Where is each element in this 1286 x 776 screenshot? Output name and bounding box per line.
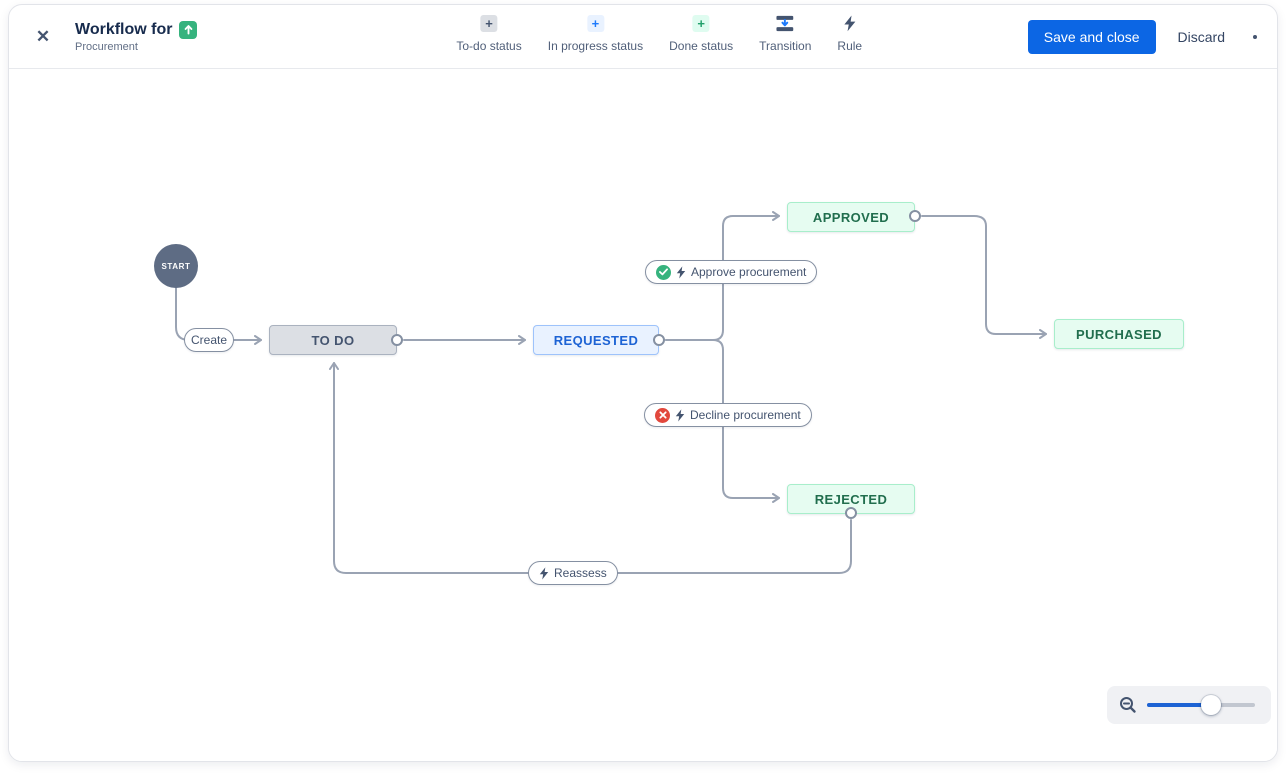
discard-button[interactable]: Discard	[1172, 29, 1231, 45]
lightning-bolt-icon	[675, 408, 685, 422]
add-transition-button[interactable]: Transition	[759, 15, 811, 53]
transition-label-create[interactable]: Create	[184, 328, 234, 352]
status-node-requested[interactable]: REQUESTED	[533, 325, 659, 355]
editor-toolbar: + To-do status + In progress status + Do…	[456, 15, 862, 53]
header-actions: Save and close Discard	[1027, 19, 1257, 54]
check-circle-icon	[656, 264, 671, 280]
connector-port-todo-right[interactable]	[391, 334, 403, 346]
plus-icon: +	[692, 15, 710, 32]
add-done-status-button[interactable]: + Done status	[669, 15, 734, 53]
workflow-canvas[interactable]: START TO DO REQUESTED APPROVED PURCHASED…	[9, 69, 1277, 761]
start-node[interactable]: START	[154, 244, 198, 288]
plus-icon: +	[480, 15, 498, 32]
changes-indicator-dot	[1253, 34, 1257, 39]
transition-label-approve[interactable]: Approve procurement	[645, 260, 818, 284]
zoom-slider-thumb[interactable]	[1201, 695, 1221, 715]
zoom-control-panel	[1107, 686, 1271, 724]
workflow-editor-window: ✕ Workflow for Procurement + To-do statu…	[8, 4, 1278, 762]
status-node-todo[interactable]: TO DO	[269, 325, 397, 355]
title-block: Workflow for Procurement	[75, 20, 198, 53]
workflow-subtitle: Procurement	[75, 40, 138, 53]
zoom-out-icon[interactable]	[1119, 696, 1137, 714]
lightning-bolt-icon	[539, 566, 549, 580]
transition-label-reassess[interactable]: Reassess	[528, 561, 618, 585]
add-inprogress-status-button[interactable]: + In progress status	[547, 15, 644, 53]
close-icon[interactable]: ✕	[29, 23, 57, 51]
lightning-bolt-icon	[841, 15, 858, 32]
connector-port-requested-right[interactable]	[653, 334, 665, 346]
lightning-bolt-icon	[676, 265, 686, 279]
editor-header: ✕ Workflow for Procurement + To-do statu…	[9, 5, 1277, 69]
zoom-slider[interactable]	[1147, 695, 1259, 715]
edge-approved-to-purchased	[921, 215, 1047, 339]
x-circle-icon	[655, 407, 670, 423]
add-rule-button[interactable]: Rule	[837, 15, 862, 53]
add-todo-status-button[interactable]: + To-do status	[456, 15, 522, 53]
workflow-edges	[175, 211, 1047, 574]
status-node-approved[interactable]: APPROVED	[787, 202, 915, 232]
transition-arrows-icon	[776, 15, 794, 32]
edge-rejected-to-todo	[329, 362, 852, 574]
zoom-slider-fill	[1147, 703, 1211, 707]
connector-port-approved-right[interactable]	[909, 210, 921, 222]
page-title: Workflow for	[75, 20, 173, 38]
workflow-up-arrow-icon	[179, 20, 198, 39]
save-and-close-button[interactable]: Save and close	[1027, 19, 1156, 54]
status-node-purchased[interactable]: PURCHASED	[1054, 319, 1184, 349]
connector-port-rejected-bottom[interactable]	[845, 507, 857, 519]
transition-label-decline[interactable]: Decline procurement	[644, 403, 812, 427]
plus-icon: +	[586, 15, 604, 32]
